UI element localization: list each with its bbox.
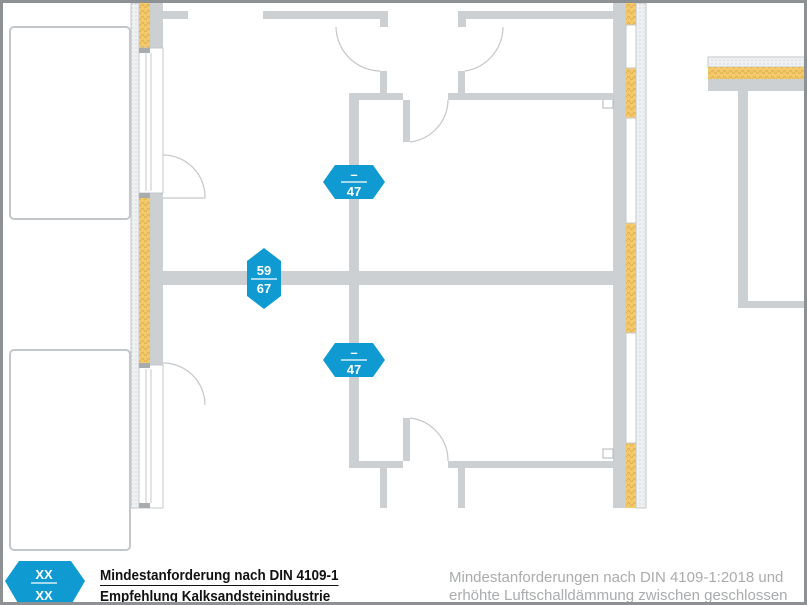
door-swings	[162, 26, 504, 462]
badge-top-value: 59	[257, 263, 271, 278]
right-facade	[602, 3, 647, 509]
badge-bottom-value: 47	[347, 184, 361, 199]
legend-badge-bottom: XX	[35, 588, 53, 603]
legend-badge-top: XX	[35, 567, 53, 582]
rating-badge: 59 67	[247, 248, 281, 309]
rating-badge: – 47	[323, 343, 385, 377]
badge-top-value: –	[350, 345, 357, 360]
left-rooms	[9, 26, 131, 551]
badge-top-value: –	[350, 167, 357, 182]
right-building	[707, 56, 804, 308]
rating-badge: – 47	[323, 165, 385, 199]
left-facade	[130, 3, 164, 509]
badge-bottom-value: 47	[347, 362, 361, 377]
legend-recommendation: Empfehlung Kalksandsteinindustrie	[100, 588, 331, 605]
floor-plan-drawing: – 47 59 67 – 47	[9, 3, 804, 551]
legend-note-line2: erhöhte Luftschalldämmung zwischen gesch…	[449, 587, 788, 604]
interior-walls	[150, 11, 618, 508]
legend-note-line1: Mindestanforderungen nach DIN 4109-1:201…	[449, 569, 784, 586]
legend-badge: XX XX	[5, 561, 85, 603]
badge-bottom-value: 67	[257, 281, 271, 296]
legend: XX XX Mindestanforderung nach DIN 4109-1…	[3, 555, 804, 605]
legend-minimum-requirement: Mindestanforderung nach DIN 4109-1	[100, 567, 339, 586]
